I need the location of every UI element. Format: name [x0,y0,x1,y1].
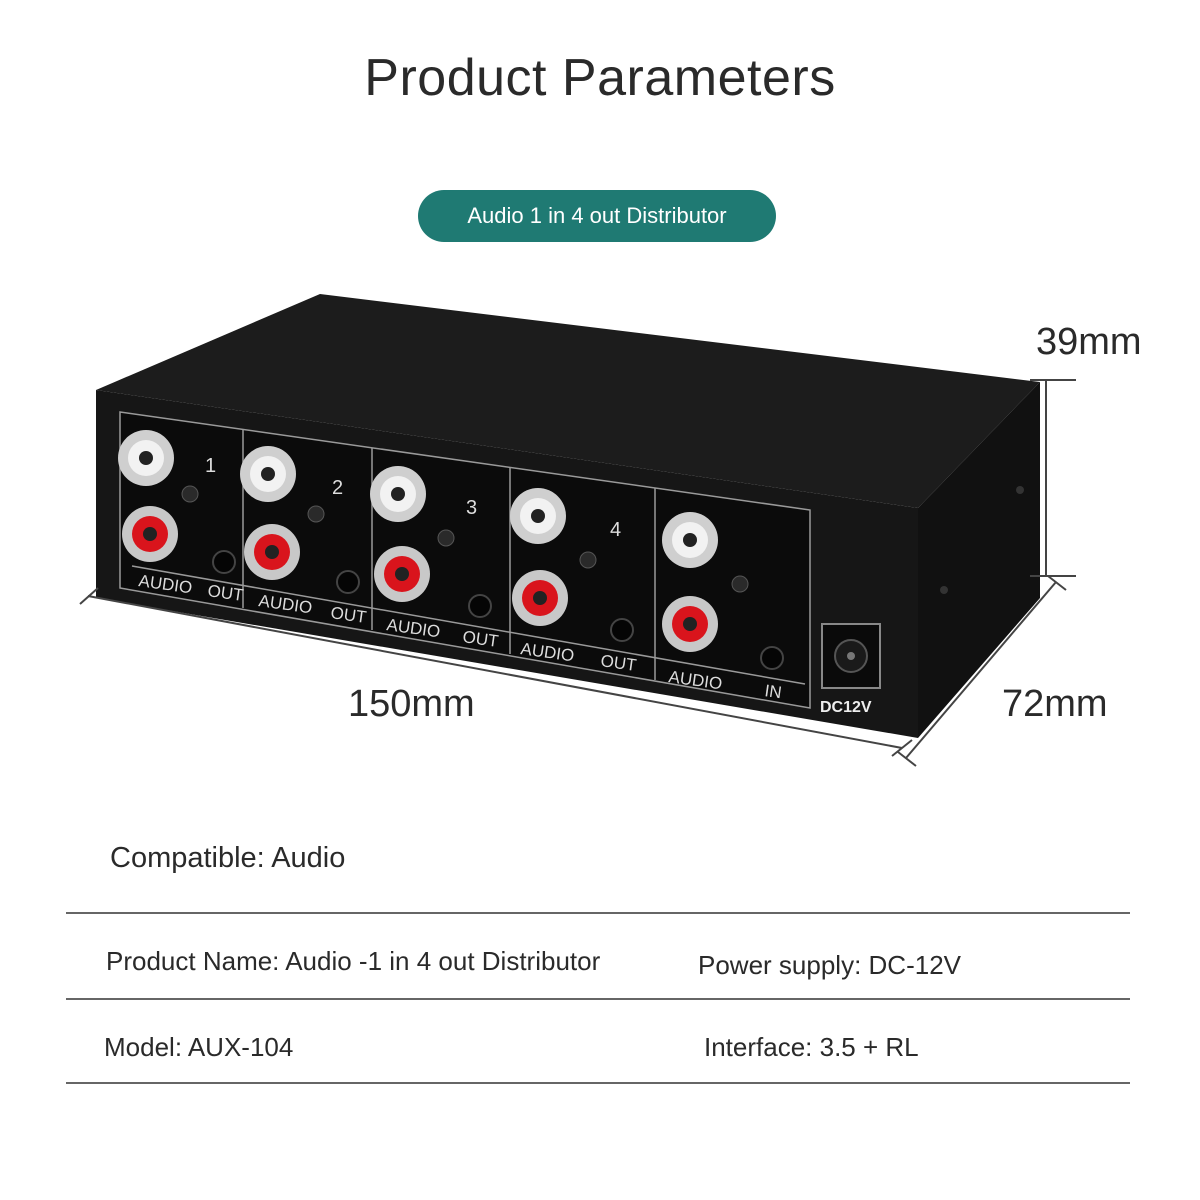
spec-product-name: Product Name: Audio -1 in 4 out Distribu… [106,946,601,976]
product-badge: Audio 1 in 4 out Distributor [418,190,776,242]
port-label: OUT [461,627,499,651]
divider [66,1082,1130,1084]
output-port-group-3: 3 AUDIO OUT [370,466,500,651]
port-number: 4 [610,519,621,541]
device-side-face [918,382,1040,738]
product-badge-label: Audio 1 in 4 out Distributor [467,203,727,228]
height-label: 39mm [1036,321,1142,363]
power-label: DC12V [820,699,872,716]
output-port-group-2: 2 AUDIO OUT [240,446,368,627]
length-dimension-line [79,587,913,757]
spec-model: Model: AUX-104 [104,1032,294,1062]
output-port-group-4: 4 AUDIO OUT [510,488,638,675]
port-label: OUT [206,581,244,605]
depth-label: 72mm [1002,683,1108,725]
spec-power-supply: Power supply: DC-12V [698,950,961,980]
port-number: 2 [332,477,343,499]
port-label: OUT [599,651,637,675]
height-dimension-line [1030,379,1076,577]
product-illustration: 1 AUDIO OUT 2 AUDIO OUT 3 AUDIO OUT 4 AU… [79,294,1142,767]
spec-interface: Interface: 3.5 + RL [704,1032,919,1062]
page-title: Product Parameters [364,49,836,107]
input-port-group: AUDIO IN [662,512,784,702]
spec-compatible: Compatible: Audio [110,842,346,874]
dc-power-jack: DC12V [820,623,881,716]
depth-dimension-line [897,575,1067,767]
port-label: OUT [329,603,367,627]
length-label: 150mm [348,683,475,725]
divider [66,998,1130,1000]
port-number: 1 [205,455,216,477]
port-label: IN [763,681,782,702]
port-number: 3 [466,497,477,519]
divider [66,912,1130,914]
device-top-face [96,294,1040,508]
